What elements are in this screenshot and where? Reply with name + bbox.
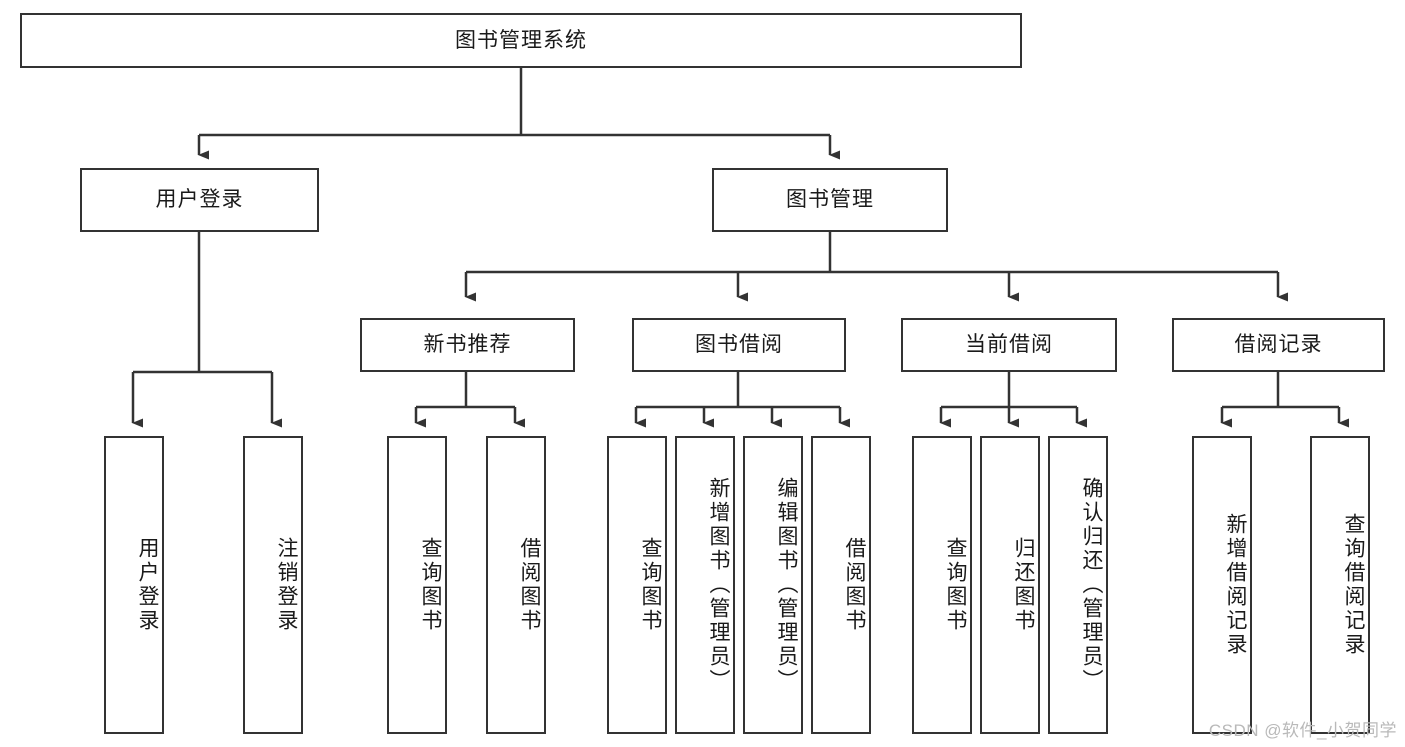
node-label: 用户登录 xyxy=(136,537,159,633)
node-label: 查询图书 xyxy=(419,537,442,633)
node-label: 图书管理 xyxy=(786,188,874,212)
node-root-system[interactable]: 图书管理系统 xyxy=(20,13,1022,68)
node-leaf-borrow-book-2[interactable]: 借阅图书 xyxy=(811,436,871,734)
node-label: 借阅图书 xyxy=(518,537,541,633)
node-current-borrow[interactable]: 当前借阅 xyxy=(901,318,1117,372)
node-label: 查询图书 xyxy=(639,537,662,633)
node-label: 新增借阅记录 xyxy=(1224,513,1247,657)
node-leaf-add-record[interactable]: 新增借阅记录 xyxy=(1192,436,1252,734)
node-new-book-recommend[interactable]: 新书推荐 xyxy=(360,318,575,372)
node-book-borrow[interactable]: 图书借阅 xyxy=(632,318,846,372)
node-label: 图书借阅 xyxy=(695,333,783,357)
node-leaf-query-book-3[interactable]: 查询图书 xyxy=(912,436,972,734)
node-label: 归还图书 xyxy=(1012,537,1035,633)
node-label: 借阅图书 xyxy=(843,537,866,633)
watermark-text: CSDN @软件_小贺同学 xyxy=(1208,721,1397,740)
node-leaf-logout[interactable]: 注销登录 xyxy=(243,436,303,734)
node-leaf-query-book-1[interactable]: 查询图书 xyxy=(387,436,447,734)
node-leaf-add-book[interactable]: 新增图书（管理员） xyxy=(675,436,735,734)
node-user-login[interactable]: 用户登录 xyxy=(80,168,319,232)
node-label: 图书管理系统 xyxy=(455,28,587,52)
node-label: 当前借阅 xyxy=(965,333,1053,357)
node-book-manage[interactable]: 图书管理 xyxy=(712,168,948,232)
node-leaf-edit-book[interactable]: 编辑图书（管理员） xyxy=(743,436,803,734)
node-leaf-query-record[interactable]: 查询借阅记录 xyxy=(1310,436,1370,734)
node-label: 注销登录 xyxy=(275,537,298,633)
node-leaf-return-book[interactable]: 归还图书 xyxy=(980,436,1040,734)
node-borrow-record[interactable]: 借阅记录 xyxy=(1172,318,1385,372)
node-label: 借阅记录 xyxy=(1234,333,1323,357)
node-label: 用户登录 xyxy=(155,188,244,212)
node-leaf-borrow-book-1[interactable]: 借阅图书 xyxy=(486,436,546,734)
node-leaf-user-login[interactable]: 用户登录 xyxy=(104,436,164,734)
node-label: 新书推荐 xyxy=(423,333,512,357)
node-label: 确认归还（管理员） xyxy=(1080,477,1103,693)
node-label: 新增图书（管理员） xyxy=(707,477,730,693)
node-leaf-query-book-2[interactable]: 查询图书 xyxy=(607,436,667,734)
node-label: 查询图书 xyxy=(944,537,967,633)
node-label: 查询借阅记录 xyxy=(1342,513,1365,657)
node-leaf-confirm-return[interactable]: 确认归还（管理员） xyxy=(1048,436,1108,734)
node-label: 编辑图书（管理员） xyxy=(775,477,798,693)
